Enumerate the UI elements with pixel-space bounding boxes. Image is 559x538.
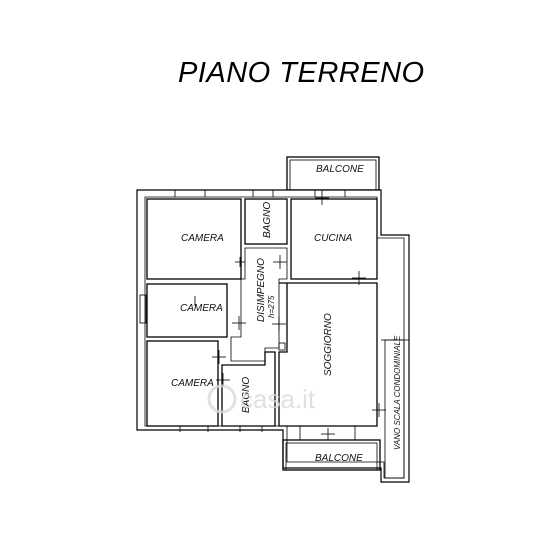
label-camera-3: CAMERA — [171, 378, 214, 389]
label-camera-1: CAMERA — [181, 233, 224, 244]
balcony-bottom — [282, 439, 381, 471]
label-disimpegno: DISIMPEGNO — [256, 258, 267, 322]
watermark: casa.it — [207, 384, 316, 414]
label-balcone-bottom: BALCONE — [315, 453, 363, 464]
label-camera-2: CAMERA — [180, 303, 223, 314]
interior-walls — [139, 198, 409, 479]
label-vano-scala: VANO SCALA CONDOMINIALE — [393, 335, 402, 450]
plan-title: PIANO TERRENO — [178, 57, 425, 89]
watermark-logo-icon — [207, 384, 237, 414]
label-disimpegno-height: h=275 — [267, 295, 276, 318]
label-cucina: CUCINA — [314, 233, 353, 244]
label-soggiorno: SOGGIORNO — [323, 313, 334, 376]
label-bagno-1: BAGNO — [262, 202, 273, 238]
label-bagno-2: BAGNO — [241, 377, 252, 413]
outer-walls — [136, 189, 410, 483]
label-balcone-top: BALCONE — [316, 164, 364, 175]
watermark-text: casa.it — [240, 384, 316, 414]
door-window-marks — [174, 190, 386, 440]
